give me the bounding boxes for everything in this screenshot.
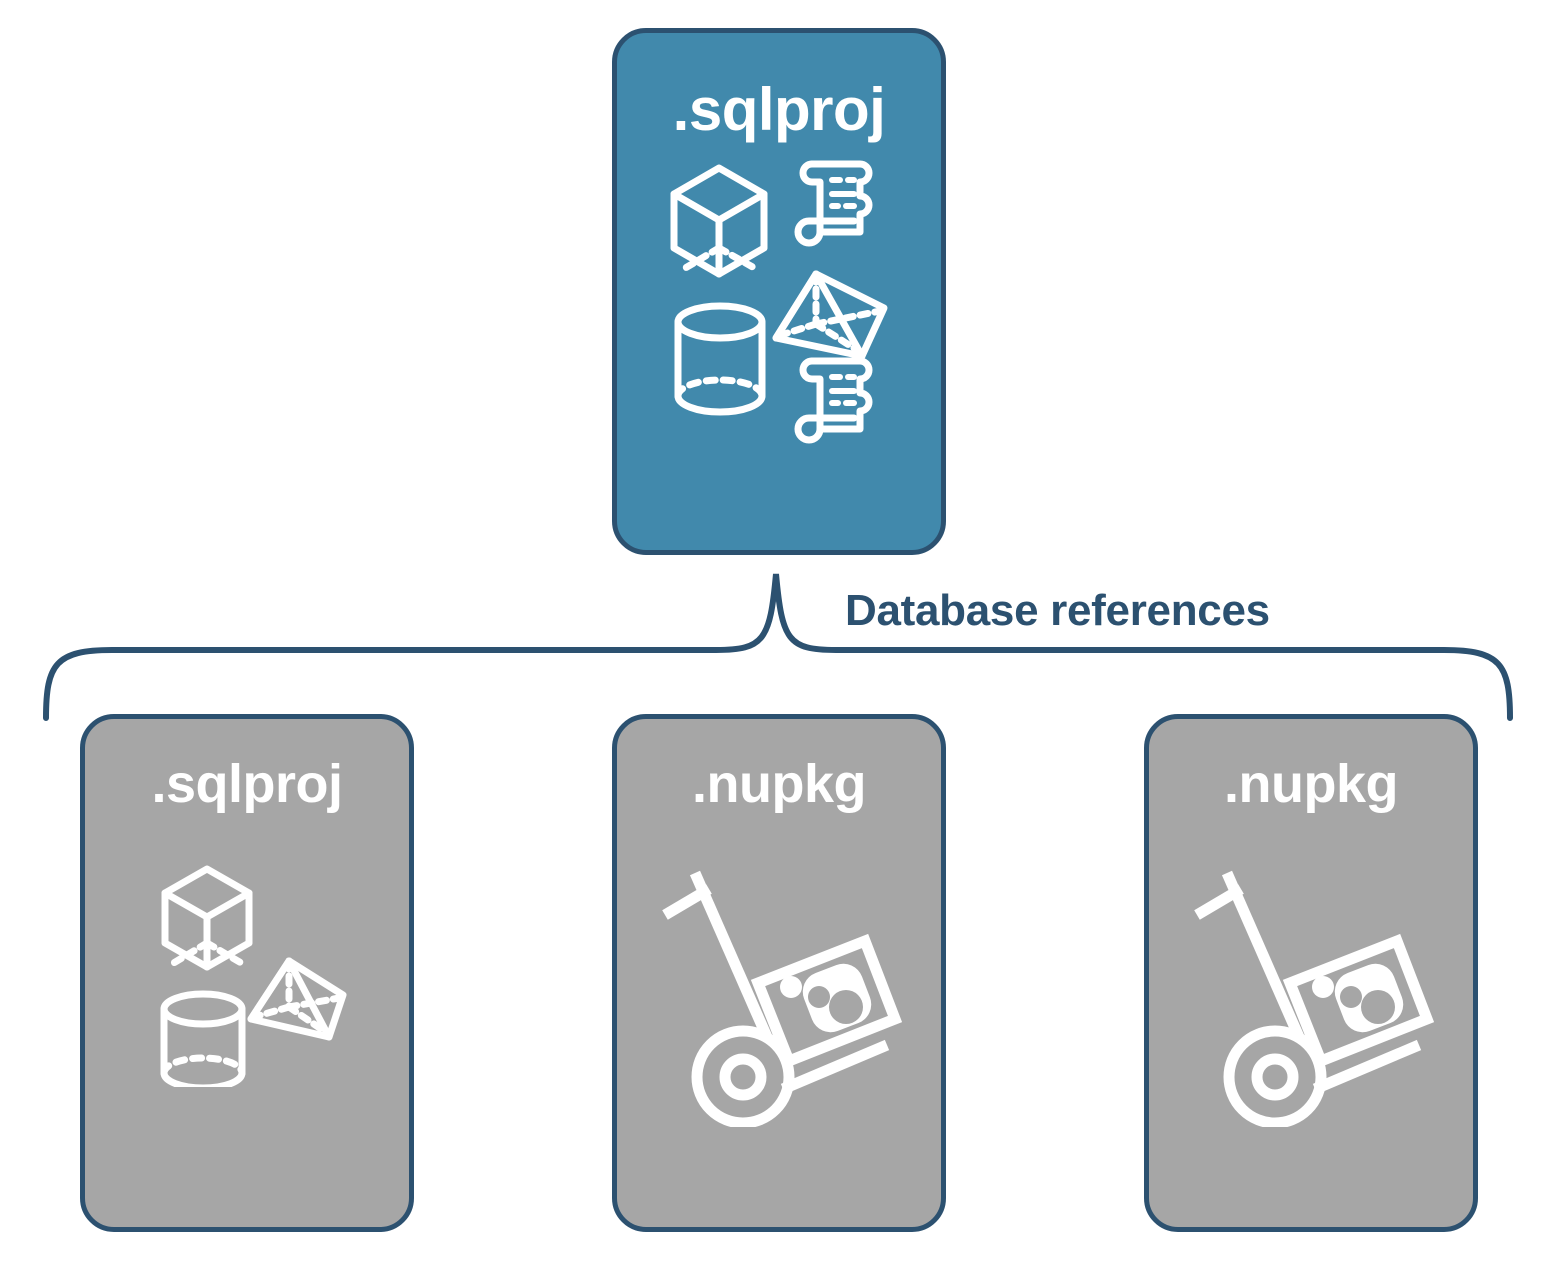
node-child-nupkg-1[interactable]: .nupkg <box>612 714 946 1232</box>
scroll-icon <box>794 357 873 444</box>
node-child-sqlproj[interactable]: .sqlproj <box>80 714 414 1232</box>
node-root-sqlproj[interactable]: .sqlproj <box>612 28 946 555</box>
node-child-nupkg-1-artwork <box>617 811 941 1227</box>
pyramid-icon <box>247 957 347 1041</box>
scroll-icon <box>794 160 873 247</box>
cylinder-icon <box>160 990 246 1087</box>
cylinder-icon <box>674 302 766 416</box>
connector-label: Database references <box>845 586 1270 635</box>
node-child-nupkg-2-artwork <box>1149 811 1473 1227</box>
node-child-nupkg-1-label: .nupkg <box>692 754 866 814</box>
node-child-nupkg-2[interactable]: .nupkg <box>1144 714 1478 1232</box>
node-child-sqlproj-artwork <box>85 811 409 1227</box>
node-root-artwork <box>617 140 941 550</box>
cube-icon <box>670 164 768 278</box>
pyramid-icon <box>772 270 888 360</box>
hand-truck-package-icon <box>1194 870 1435 1127</box>
node-root-label: .sqlproj <box>672 76 886 143</box>
node-child-nupkg-2-label: .nupkg <box>1224 754 1398 814</box>
cube-icon <box>161 865 253 971</box>
node-child-sqlproj-label: .sqlproj <box>151 754 343 814</box>
hand-truck-package-icon <box>662 870 903 1127</box>
